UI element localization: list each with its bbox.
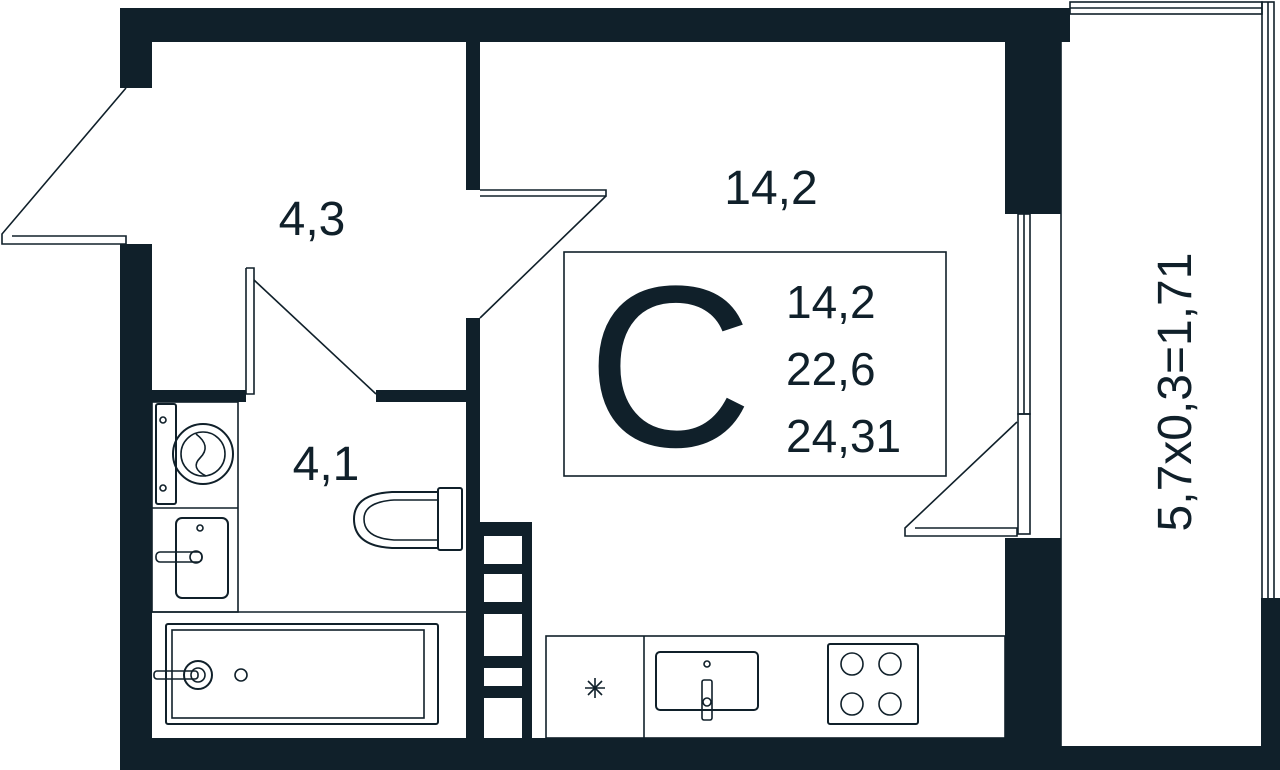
apartment-type-letter: С (587, 238, 753, 495)
windows (1017, 1, 1275, 746)
summary-total-with-balcony: 24,31 (786, 410, 901, 462)
sink-icon (155, 517, 229, 599)
living-room-door (480, 189, 607, 197)
stove-icon (827, 643, 919, 725)
wall-top (120, 8, 1070, 42)
wall-balcony-bottom (1060, 746, 1280, 770)
wall-left-upper (120, 8, 152, 88)
bathroom-wall-right (376, 390, 466, 402)
bathroom-wall-left (152, 390, 246, 402)
summary-frame (563, 251, 947, 477)
apartment-summary: С 14,2 22,6 24,31 (563, 238, 947, 495)
kitchen (480, 522, 1006, 739)
wall-right-upper (1005, 8, 1061, 214)
doors (1, 87, 1018, 537)
hallway-area-label: 4,3 (279, 193, 346, 246)
fridge-icon (585, 678, 605, 698)
balcony-area-label: 5,7x0,3=1,71 (1149, 253, 1202, 532)
wall-balcony-right (1261, 598, 1280, 770)
living-area-label: 14,2 (724, 162, 817, 215)
bathroom-door (245, 267, 255, 395)
kitchen-counter (545, 635, 1006, 739)
balcony-door (904, 421, 1018, 537)
wall-left-lower (120, 244, 152, 770)
kitchen-sink-icon (655, 651, 759, 721)
bathtub-icon (153, 623, 439, 725)
partition-upper (466, 42, 480, 190)
walls (120, 8, 1280, 770)
wall-bottom (120, 738, 1060, 770)
balcony-door-frame (1017, 413, 1031, 535)
summary-living-area: 14,2 (786, 276, 876, 328)
partition-lower (466, 318, 480, 738)
toilet-icon (352, 487, 463, 551)
bathroom-area-label: 4,1 (293, 438, 360, 491)
living-room-door-swing (479, 195, 607, 319)
washing-machine-icon (155, 403, 234, 505)
entrance-door (1, 87, 127, 245)
wall-right-lower (1005, 538, 1061, 770)
bathroom-door-swing (253, 279, 377, 395)
summary-total-area: 22,6 (786, 343, 876, 395)
bathroom-fixtures (151, 401, 466, 725)
